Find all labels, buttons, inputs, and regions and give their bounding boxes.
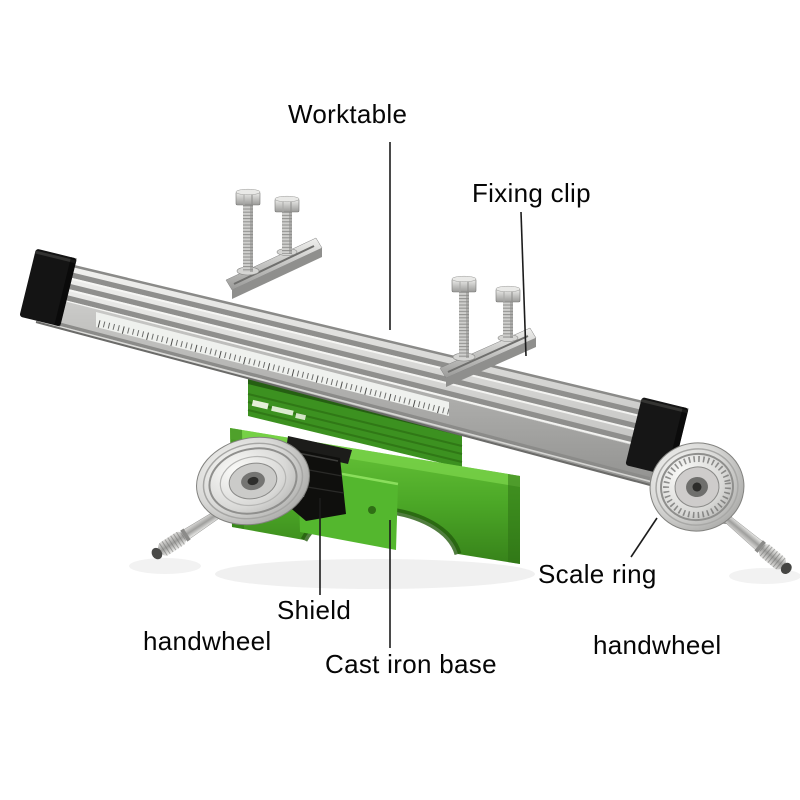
scale-ring bbox=[663, 455, 731, 519]
ruler-scale bbox=[96, 312, 449, 416]
handwheel-right bbox=[649, 442, 745, 532]
handwheel-left bbox=[196, 436, 310, 526]
handwheel-right-label: handwheel bbox=[593, 630, 722, 660]
fixing-clamp-right bbox=[439, 275, 537, 387]
clamp-stud bbox=[235, 188, 261, 272]
handwheel-left-label: handwheel bbox=[143, 626, 272, 656]
cast-iron-base-label: Cast iron base bbox=[325, 649, 497, 679]
clamp-stud bbox=[451, 275, 477, 358]
leader-line-scale-ring bbox=[630, 517, 658, 558]
clamp-stud bbox=[274, 195, 300, 254]
shield-label: Shield bbox=[277, 595, 352, 625]
end-cap-left bbox=[19, 249, 77, 327]
brand-marking bbox=[251, 399, 307, 421]
clamp-stud bbox=[495, 285, 521, 338]
scale-ring-label: Scale ring bbox=[538, 559, 657, 589]
worktable bbox=[19, 249, 689, 486]
fixing-clamp-left bbox=[225, 188, 323, 299]
ground-shadow bbox=[129, 558, 800, 589]
worktable-label: Worktable bbox=[288, 99, 408, 129]
leader-line-fixing-clip bbox=[520, 211, 527, 357]
fixing-clip-label: Fixing clip bbox=[472, 178, 591, 208]
t-slots bbox=[41, 266, 667, 452]
leader-lines bbox=[319, 142, 658, 648]
